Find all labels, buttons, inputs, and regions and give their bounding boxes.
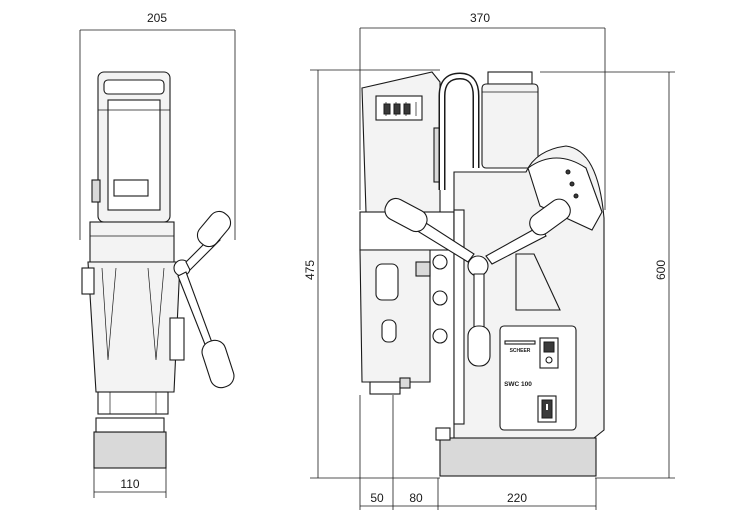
front-view: 205 110 [79, 11, 236, 498]
dim-bottom-50: 50 [370, 491, 384, 505]
dim-front-width: 205 [147, 11, 167, 25]
dim-side-width: 370 [470, 11, 490, 25]
panel-brand-label: SCHEER [510, 348, 531, 354]
dim-bottom-80: 80 [409, 491, 423, 505]
panel-model-label: SWC 100 [504, 381, 532, 388]
dim-side-height-left: 475 [303, 260, 317, 280]
dim-front-base: 110 [120, 477, 139, 491]
dim-side-height-right: 600 [654, 260, 668, 280]
dim-bottom-220: 220 [507, 491, 527, 505]
side-view: 370 475 600 [303, 11, 675, 510]
